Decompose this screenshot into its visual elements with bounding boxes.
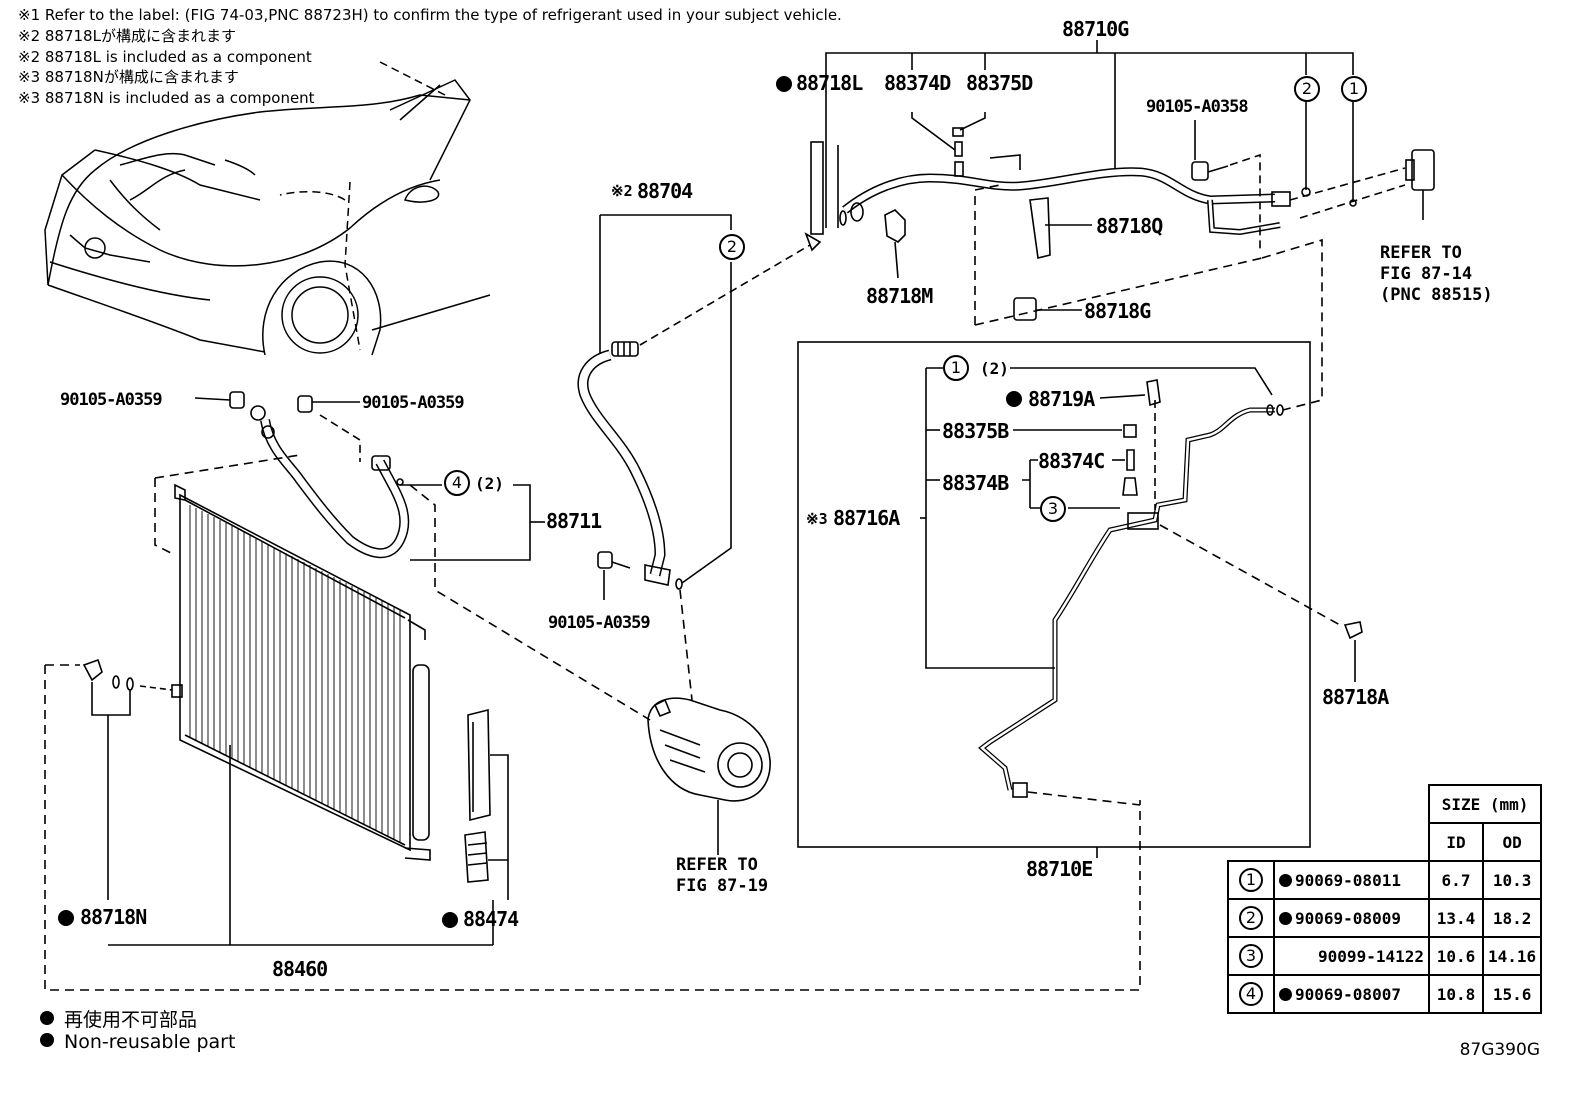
refer-fig-87-14-line3[interactable]: (PNC 88515) <box>1380 285 1493 305</box>
part-label-90105-a0359-left[interactable]: 90105-A0359 <box>60 390 163 410</box>
note-2-jp: ※2 88718Lが構成に含まれます <box>18 27 236 45</box>
part-label-88374c[interactable]: 88374C <box>1038 449 1105 473</box>
row-part-number[interactable]: 90069-08009 <box>1295 908 1401 928</box>
non-reusable-dot <box>58 910 74 926</box>
row-part-number[interactable]: 90069-08007 <box>1295 984 1401 1004</box>
o-ring-size-table: SIZE (mm) ID OD 1 90069-08011 6.7 10.3 2… <box>1227 784 1543 1014</box>
table-row: 3 90099-14122 10.6 14.16 <box>1227 936 1543 976</box>
size-col-od: OD <box>1481 822 1543 862</box>
refer-fig-87-14-line1[interactable]: REFER TO <box>1380 243 1462 263</box>
part-label-88718a[interactable]: 88718A <box>1322 685 1389 709</box>
part-label-90105-a0359-right[interactable]: 90105-A0359 <box>362 393 465 413</box>
row-callout: 4 <box>1239 982 1263 1006</box>
row-od: 10.3 <box>1481 860 1543 900</box>
callout-2-top: 2 <box>1294 76 1320 102</box>
note-refrigerant-label: ※1 Refer to the label: (FIG 74-03,PNC 88… <box>18 6 842 24</box>
callout-1-top: 1 <box>1341 76 1367 102</box>
row-id: 10.6 <box>1428 936 1484 976</box>
row-id: 10.8 <box>1428 974 1484 1014</box>
part-label-88718g[interactable]: 88718G <box>1084 299 1151 323</box>
qty-callout-1: (2) <box>980 359 1009 378</box>
part-88718n-drawing <box>44 658 1141 991</box>
legend-text-jp: 再使用不可部品 <box>64 1009 198 1031</box>
non-reusable-dot <box>1279 987 1292 1001</box>
part-label-88719a[interactable]: 88719A <box>1028 387 1095 411</box>
refer-fig-87-14-line2[interactable]: FIG 87-14 <box>1380 264 1473 284</box>
size-col-id: ID <box>1428 822 1484 862</box>
row-id: 13.4 <box>1428 898 1484 938</box>
legend-text-en: Non-reusable part <box>64 1031 236 1053</box>
row-callout: 1 <box>1239 868 1263 892</box>
part-label-88716a[interactable]: 88716A <box>833 506 900 530</box>
clamp-88718m-drawing <box>884 209 906 279</box>
part-label-88710g[interactable]: 88710G <box>1062 17 1129 41</box>
row-part-number[interactable]: 90099-14122 <box>1318 946 1424 966</box>
legend-non-reusable-en: Non-reusable part <box>40 1031 235 1053</box>
non-reusable-dot <box>442 912 458 928</box>
part-label-90105-a0358[interactable]: 90105-A0358 <box>1146 97 1249 117</box>
pointers-88374d-88375d <box>911 112 986 157</box>
bolt-90105-a0358-drawing <box>1191 120 1261 250</box>
bolt-90105-a0359-lower-drawing <box>597 551 631 600</box>
callout-2-88704: 2 <box>719 234 745 260</box>
part-label-88704[interactable]: 88704 <box>637 179 693 203</box>
liquid-pipe-box-88710e <box>797 341 1363 858</box>
car-front-illustration <box>44 61 491 356</box>
bracket-88710g <box>825 40 1354 170</box>
table-row: 1 90069-08011 6.7 10.3 <box>1227 860 1543 900</box>
hose-88711 <box>194 391 651 721</box>
row-od: 14.16 <box>1481 936 1543 976</box>
part-label-88718l[interactable]: 88718L <box>796 71 863 95</box>
non-reusable-dot <box>1006 391 1022 407</box>
part-label-88375d[interactable]: 88375D <box>966 71 1033 95</box>
part-label-88460[interactable]: 88460 <box>272 957 328 981</box>
part-label-88710e[interactable]: 88710E <box>1026 857 1093 881</box>
callout-1-88716a: 1 <box>943 355 969 381</box>
part-88474-drawing <box>464 708 509 945</box>
qty-callout-4: (2) <box>475 474 504 493</box>
part-label-88374d[interactable]: 88374D <box>884 71 951 95</box>
row-callout: 2 <box>1239 906 1263 930</box>
non-reusable-dot <box>40 1011 54 1025</box>
callout-3: 3 <box>1040 496 1066 522</box>
compressor-drawing <box>647 589 771 855</box>
part-label-88718n[interactable]: 88718N <box>80 905 147 929</box>
part-label-90105-a0359-lower[interactable]: 90105-A0359 <box>548 613 651 633</box>
row-id: 6.7 <box>1428 860 1484 900</box>
note-mark-88704: ※2 <box>611 182 633 200</box>
note-mark-88716a: ※3 <box>806 510 828 528</box>
condenser-88460-drawing <box>108 454 493 946</box>
discharge-hose-88704 <box>577 214 811 590</box>
part-label-88474[interactable]: 88474 <box>463 907 519 931</box>
part-label-88711[interactable]: 88711 <box>546 509 602 533</box>
refer-fig-87-19-line2[interactable]: FIG 87-19 <box>676 876 769 896</box>
row-od: 18.2 <box>1481 898 1543 938</box>
expansion-valve-drawing <box>1289 149 1435 220</box>
part-label-88718m[interactable]: 88718M <box>866 284 933 308</box>
row-od: 15.6 <box>1481 974 1543 1014</box>
refer-fig-87-19-line1[interactable]: REFER TO <box>676 855 758 875</box>
note-2-en: ※2 88718L is included as a component <box>18 48 312 66</box>
legend-non-reusable-jp: 再使用不可部品 <box>40 1005 197 1032</box>
dashed-box-clamps <box>974 184 1323 411</box>
non-reusable-dot <box>1279 911 1292 925</box>
part-88718l-drawing <box>804 141 839 252</box>
non-reusable-dot <box>40 1033 54 1047</box>
callout-4: 4 <box>444 470 470 496</box>
non-reusable-dot <box>1279 873 1292 887</box>
size-table-header: SIZE (mm) <box>1427 784 1543 824</box>
row-callout: 3 <box>1239 944 1263 968</box>
figure-code: 87G390G <box>1459 1040 1540 1060</box>
note-3-en: ※3 88718N is included as a component <box>18 89 315 107</box>
row-part-number[interactable]: 90069-08011 <box>1295 870 1401 890</box>
table-row: 2 90069-08009 13.4 18.2 <box>1227 898 1543 938</box>
part-label-88374b[interactable]: 88374B <box>942 471 1009 495</box>
part-label-88375b[interactable]: 88375B <box>942 419 1009 443</box>
note-3-jp: ※3 88718Nが構成に含まれます <box>18 68 239 86</box>
table-row: 4 90069-08007 10.8 15.6 <box>1227 974 1543 1014</box>
part-label-88718q[interactable]: 88718Q <box>1096 214 1163 238</box>
suction-hose-88710g <box>839 154 1291 236</box>
non-reusable-dot <box>776 76 792 92</box>
